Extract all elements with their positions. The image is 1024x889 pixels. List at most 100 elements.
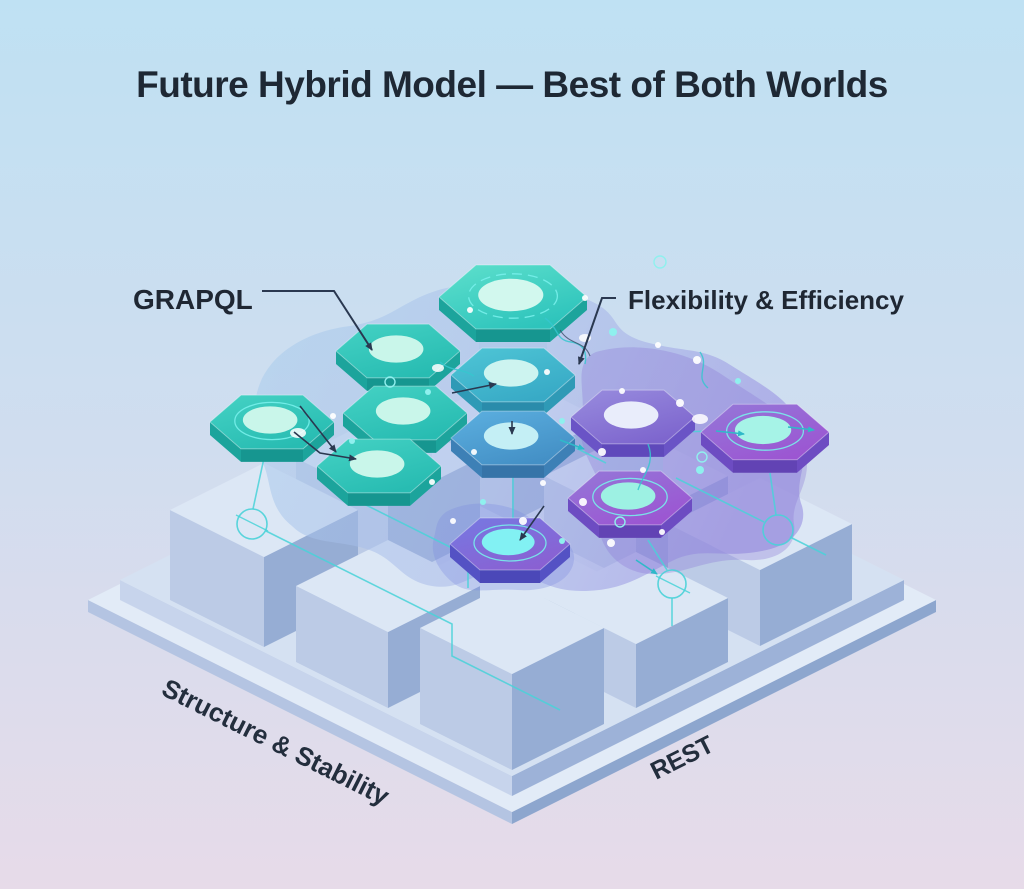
platform-slab-base-right-face [512, 600, 936, 824]
node-dot [559, 418, 565, 424]
hex-side-face [451, 438, 482, 478]
node-dot [607, 539, 615, 547]
anchor-circle [762, 514, 794, 546]
hex-node-tealBig-0 [438, 264, 588, 343]
hex-side-face [439, 297, 476, 343]
dot-ring [696, 451, 708, 463]
node-dot [467, 307, 473, 313]
hex-front-face [241, 448, 303, 462]
flow-arrow [787, 426, 815, 433]
hex-front-face [733, 459, 797, 473]
node-dot [471, 449, 477, 455]
node-dot [330, 413, 336, 419]
hex-node-layer [209, 264, 830, 583]
hex-side-face [571, 417, 602, 457]
page-title: Future Hybrid Model — Best of Both World… [136, 64, 888, 105]
anchor-circle [236, 508, 268, 540]
label-graphql: GRAPQL [133, 284, 253, 315]
hex-side-face [540, 544, 570, 583]
platform-block-right-face [636, 598, 728, 708]
dot-ring [614, 516, 626, 528]
squiggle-line [544, 317, 587, 365]
hex-front-face [599, 524, 661, 538]
graphql-pointer-arrow [262, 290, 373, 351]
circuit-line [789, 536, 827, 556]
node-dot [640, 467, 646, 473]
hex-side-face [544, 438, 575, 478]
node-ring [467, 273, 559, 319]
node-ring [725, 411, 805, 451]
platform-block-left-face [420, 628, 512, 770]
node-dot [349, 438, 355, 444]
node-dot [696, 466, 704, 474]
node-core [368, 335, 424, 363]
hex-node-purple2-6 [700, 403, 830, 473]
platform-block-top-face [420, 582, 604, 674]
node-dot [480, 499, 486, 505]
node-core [478, 278, 544, 312]
hex-node-purple-4 [570, 389, 696, 457]
hex-side-face [436, 413, 467, 453]
platform-block-right-face [512, 628, 604, 770]
hex-node-purple2-9 [567, 470, 693, 538]
circuit-line [655, 575, 691, 594]
node-dot [735, 378, 741, 384]
flow-arrow [715, 430, 745, 437]
platform-slab-main-left-face [120, 580, 512, 796]
node-dot [540, 480, 546, 486]
node-core [481, 528, 535, 556]
pointer-arrow [299, 405, 337, 453]
node-dot [579, 498, 587, 506]
drop-line [252, 457, 265, 510]
highlight-droplet [692, 414, 708, 424]
hex-front-face [476, 329, 550, 343]
hex-front-face [348, 492, 410, 506]
platform-block-right-face [760, 524, 852, 646]
node-dot [659, 529, 665, 535]
hex-side-face [797, 432, 829, 473]
platform-slab-base-left-face [88, 600, 512, 824]
flexibility-pointer-arrow [577, 297, 616, 365]
hex-node-blue-7 [450, 410, 576, 478]
hex-node-teal-1 [335, 323, 461, 391]
node-dot [655, 342, 661, 348]
node-dot [609, 328, 617, 336]
node-ring [234, 401, 310, 441]
hex-side-face [701, 432, 733, 473]
squiggle-line [439, 361, 475, 377]
node-dot [450, 518, 456, 524]
node-dot [598, 448, 606, 456]
drop-line [769, 472, 777, 516]
node-dot [619, 388, 625, 394]
node-dot [544, 369, 550, 375]
hex-side-face [210, 422, 241, 462]
circuit-line [675, 477, 765, 523]
hex-side-face [410, 466, 441, 506]
circuit-line [265, 530, 561, 711]
highlight-droplet [290, 428, 306, 438]
squiggle-line [559, 329, 591, 357]
node-dot [676, 399, 684, 407]
node-dot [693, 356, 701, 364]
hex-side-face [568, 498, 599, 538]
platform-block-left-face [170, 510, 264, 647]
hex-side-face [336, 351, 367, 391]
platform-block-left-face [296, 586, 388, 708]
node-ring [473, 524, 547, 562]
node-core [483, 359, 539, 387]
hex-front-face [480, 569, 540, 583]
hex-side-face [450, 544, 480, 583]
node-ring [592, 477, 668, 517]
hex-front-face [602, 443, 664, 457]
hex-node-teal-8 [316, 438, 442, 506]
node-core [603, 401, 659, 429]
hex-side-face [451, 375, 482, 415]
pointer-arrow [293, 431, 357, 462]
node-dot [425, 389, 431, 395]
hex-side-face [303, 422, 334, 462]
hex-side-face [664, 417, 695, 457]
node-core [242, 406, 298, 434]
hex-side-face [550, 297, 587, 343]
pointer-arrow [519, 505, 545, 541]
